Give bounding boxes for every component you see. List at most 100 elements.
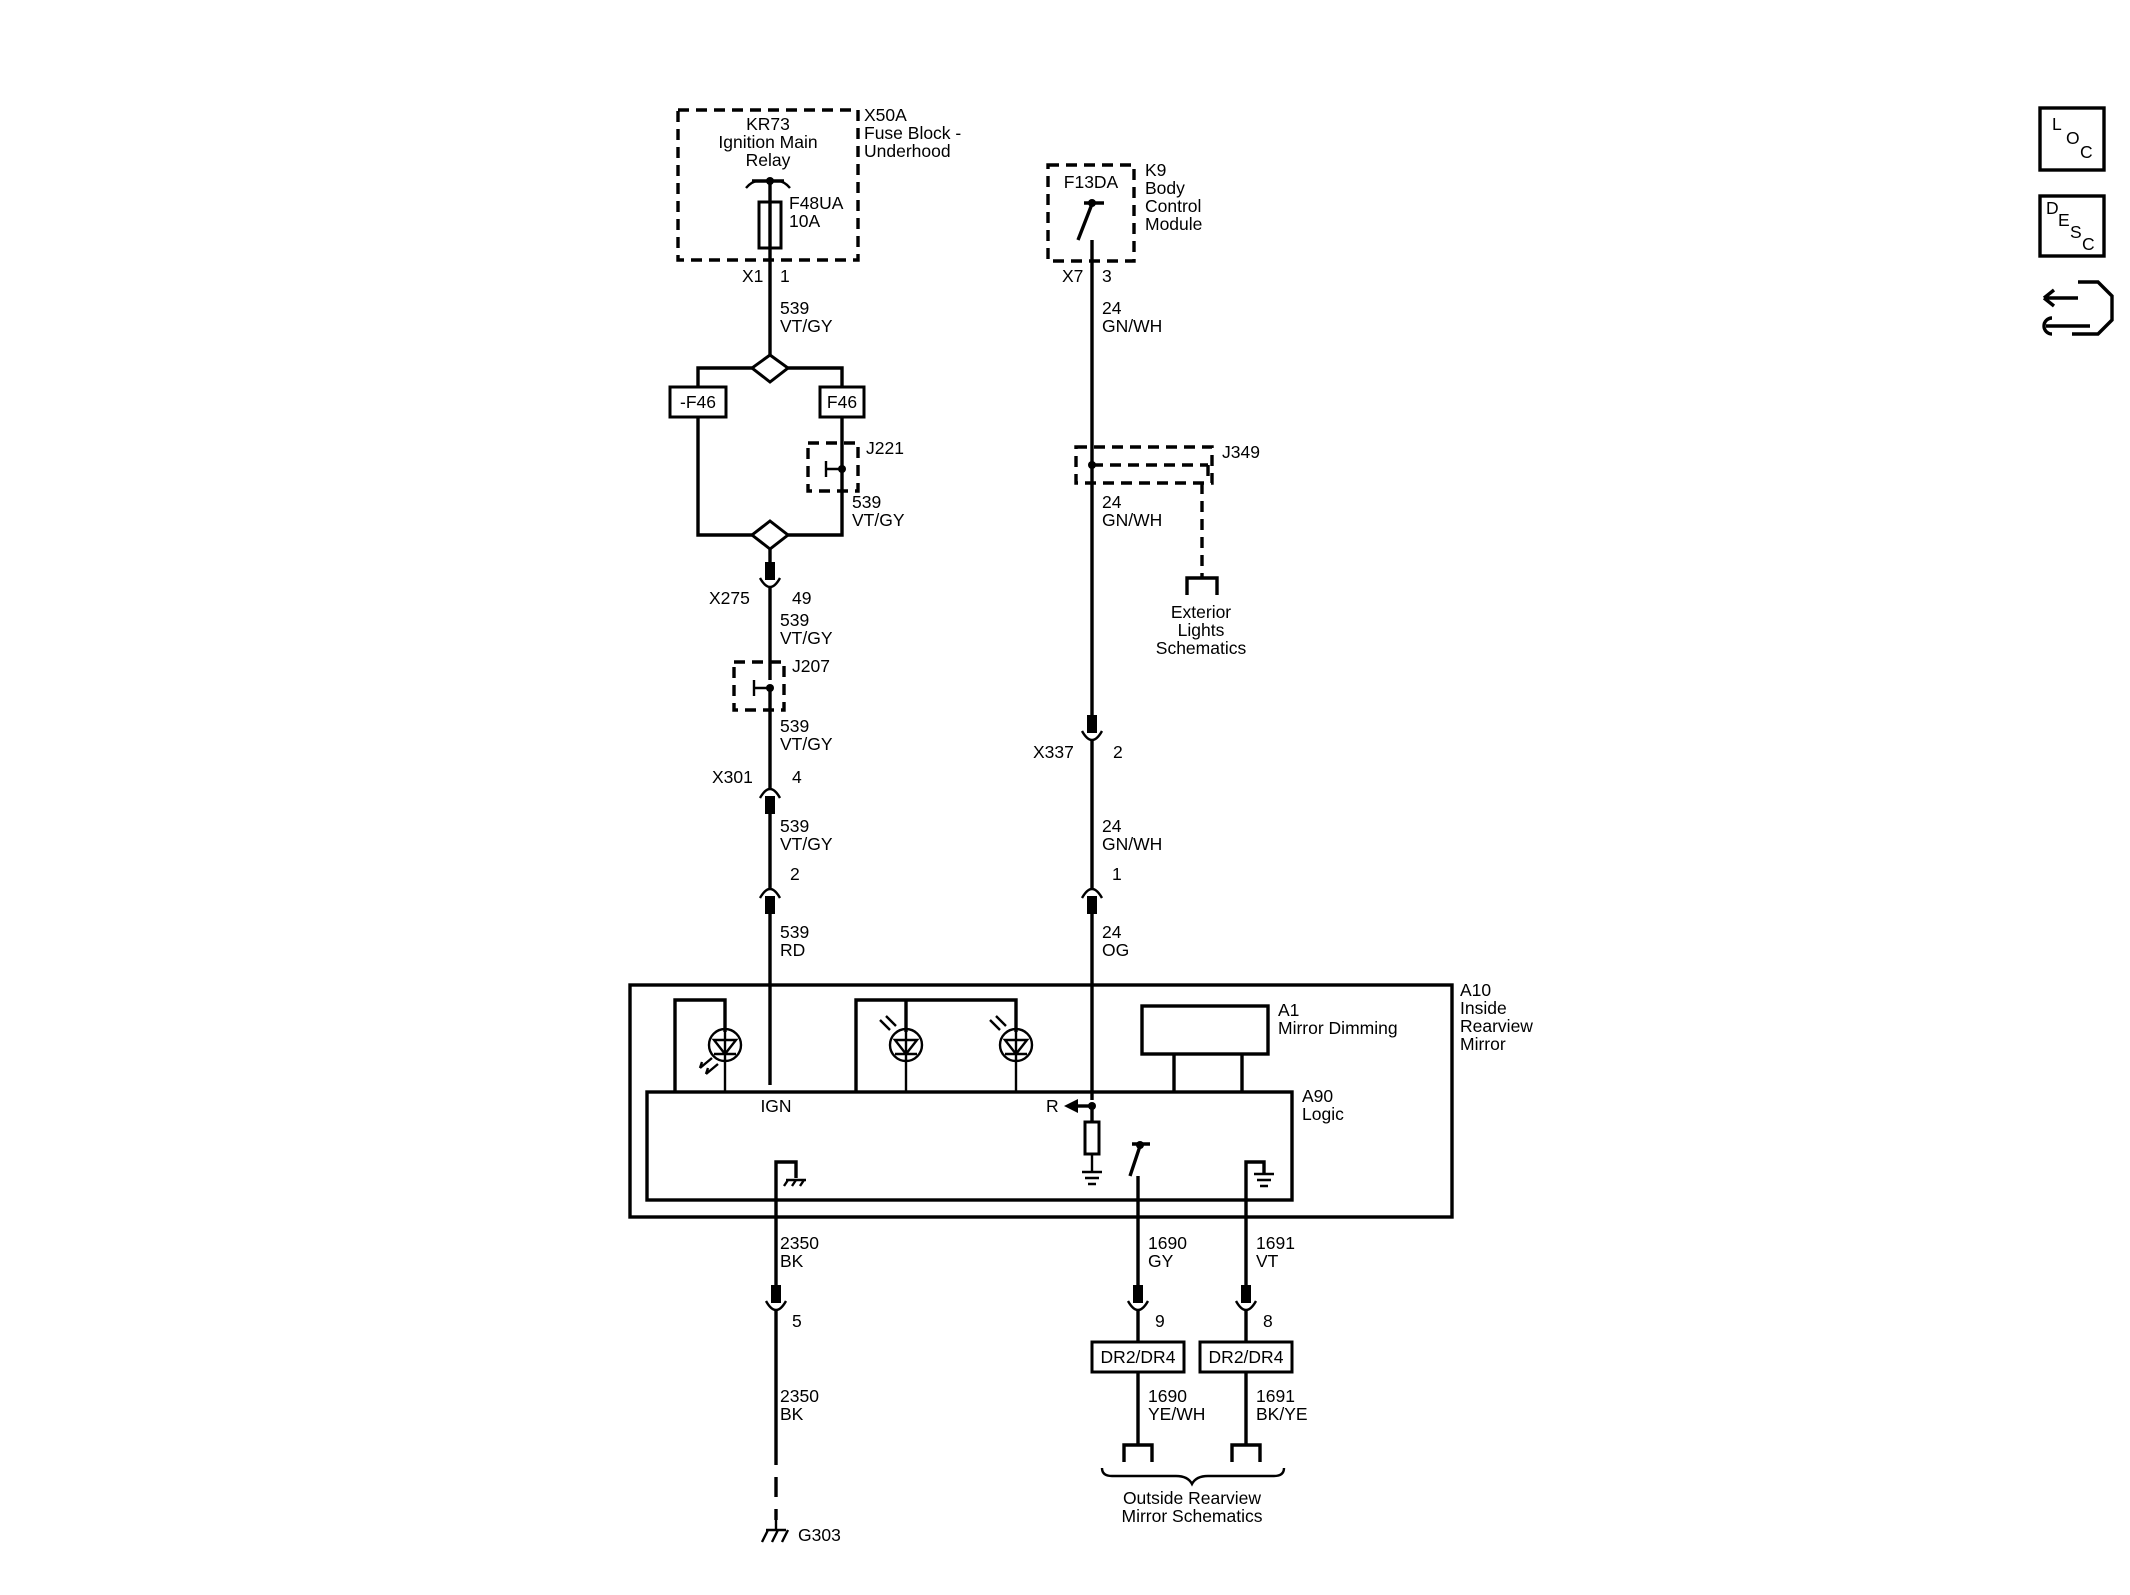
x275-pin: 49 <box>792 588 811 608</box>
j221-splice[interactable]: J221 539 VT/GY <box>806 438 905 530</box>
a10-name3: Mirror <box>1460 1034 1506 1054</box>
w7-color: GN/WH <box>1102 316 1162 336</box>
desc-button[interactable]: D E S C <box>2038 194 2106 258</box>
connector-wrench-icon[interactable] <box>2042 280 2114 336</box>
connector-x301[interactable]: X301 4 <box>712 767 802 814</box>
x50a-ref: X50A <box>864 105 907 125</box>
x50a-fuse-block[interactable]: X50A Fuse Block - Underhood KR73 Ignitio… <box>676 105 961 262</box>
x301b-pin: 2 <box>790 864 800 884</box>
switch-output <box>1128 1141 1150 1290</box>
x1-pin: 1 <box>780 266 790 286</box>
k9-name2: Control <box>1145 196 1201 216</box>
a1-name: Mirror Dimming <box>1278 1018 1398 1038</box>
w10-color: OG <box>1102 940 1129 960</box>
w5-color: VT/GY <box>780 834 833 854</box>
desc-s: S <box>2070 222 2082 242</box>
dr-option-right: DR2/DR4 <box>1198 1340 1294 1374</box>
option-right-label: F46 <box>827 392 857 412</box>
w3-circuit: 539 <box>780 610 809 630</box>
outside-ref-2: Mirror Schematics <box>1122 1506 1263 1526</box>
w16-circuit: 1691 <box>1256 1386 1295 1406</box>
indicator-led <box>673 998 743 1092</box>
w12-circuit: 2350 <box>780 1386 819 1406</box>
w7-circuit: 24 <box>1102 298 1122 318</box>
g303-ground[interactable]: G303 <box>760 1520 841 1545</box>
kr73-ref: KR73 <box>746 114 790 134</box>
kr73-name2: Relay <box>746 150 791 170</box>
w3-color: VT/GY <box>780 628 833 648</box>
kr73-relay-contact <box>745 177 791 202</box>
chassis-ground-symbol <box>774 1160 806 1290</box>
c9-pin: 9 <box>1155 1311 1165 1331</box>
loc-button[interactable]: L O C <box>2038 106 2106 172</box>
w4-circuit: 539 <box>780 716 809 736</box>
k9-body-control-module[interactable]: F13DA K9 Body Control Module <box>1046 160 1202 263</box>
w2-color: VT/GY <box>852 510 905 530</box>
g303-label: G303 <box>798 1525 841 1545</box>
w6-color: RD <box>780 940 805 960</box>
connector-pin2[interactable]: 2 <box>758 864 800 914</box>
a10-name2: Rearview <box>1460 1016 1533 1036</box>
w15-color: YE/WH <box>1148 1404 1205 1424</box>
w11-color: BK <box>780 1251 804 1271</box>
connector-x337[interactable]: X337 2 <box>1033 715 1123 762</box>
w15-circuit: 1690 <box>1148 1386 1187 1406</box>
w12-color: BK <box>780 1404 804 1424</box>
kr73-name1: Ignition Main <box>718 132 817 152</box>
loc-l: L <box>2052 114 2062 134</box>
x337b-pin: 1 <box>1112 864 1122 884</box>
a1-mirror-dimming[interactable]: A1 Mirror Dimming <box>1140 1000 1398 1092</box>
j207-splice[interactable]: J207 <box>732 656 830 712</box>
w4-color: VT/GY <box>780 734 833 754</box>
c5-pin: 5 <box>792 1311 802 1331</box>
a10-name1: Inside <box>1460 998 1507 1018</box>
k9-ref: K9 <box>1145 160 1166 180</box>
j207-label: J207 <box>792 656 830 676</box>
f48ua-ref: F48UA <box>789 193 844 213</box>
w2-circuit: 539 <box>852 492 881 512</box>
f48ua-fuse[interactable]: F48UA 10A <box>757 193 844 250</box>
connector-pin9[interactable]: 9 <box>1126 1285 1165 1331</box>
k9-name1: Body <box>1145 178 1185 198</box>
w8-color: GN/WH <box>1102 510 1162 530</box>
exterior-ref-3: Schematics <box>1156 638 1247 658</box>
connector-pin1[interactable]: 1 <box>1080 864 1122 914</box>
exterior-ref-1: Exterior <box>1171 602 1231 622</box>
desc-e: E <box>2058 210 2070 230</box>
a10-inside-rearview-mirror[interactable]: A10 Inside Rearview Mirror <box>628 980 1533 1219</box>
signal-ground-symbol <box>1244 1160 1274 1290</box>
a90-logic[interactable]: A90 Logic IGN R <box>645 1086 1344 1202</box>
w9-color: GN/WH <box>1102 834 1162 854</box>
x50a-name1: Fuse Block - <box>864 123 961 143</box>
outside-mirror-reference[interactable]: Outside Rearview Mirror Schematics <box>1100 1443 1286 1526</box>
w14-color: VT <box>1256 1251 1279 1271</box>
connector-pin5[interactable]: 5 <box>764 1285 802 1331</box>
w13-circuit: 1690 <box>1148 1233 1187 1253</box>
exterior-ref-2: Lights <box>1178 620 1225 640</box>
connector-pin8[interactable]: 8 <box>1234 1285 1273 1331</box>
photo-sensors <box>854 998 1034 1092</box>
dr-option-left: DR2/DR4 <box>1090 1340 1186 1374</box>
j221-label: J221 <box>866 438 904 458</box>
x7-pin: 3 <box>1102 266 1112 286</box>
w13-color: GY <box>1148 1251 1174 1271</box>
w6-circuit: 539 <box>780 922 809 942</box>
desc-c: C <box>2082 234 2095 254</box>
x301-ref: X301 <box>712 767 753 787</box>
a90-ref: A90 <box>1302 1086 1333 1106</box>
a1-ref: A1 <box>1278 1000 1299 1020</box>
r-input-circuit <box>1064 1099 1102 1186</box>
x301-pin: 4 <box>792 767 802 787</box>
loc-c: C <box>2080 142 2093 162</box>
a90-name: Logic <box>1302 1104 1344 1124</box>
x50a-name2: Underhood <box>864 141 951 161</box>
a10-ref: A10 <box>1460 980 1491 1000</box>
j349-splice[interactable]: J349 Exterior Lights Schematics <box>1074 442 1260 658</box>
connector-x275[interactable]: X275 49 <box>709 562 811 608</box>
option-split: -F46 F46 <box>668 353 866 551</box>
f13da-ref: F13DA <box>1064 172 1119 192</box>
c8-pin: 8 <box>1263 1311 1273 1331</box>
x1-ref: X1 <box>742 266 763 286</box>
outside-ref-1: Outside Rearview <box>1123 1488 1261 1508</box>
